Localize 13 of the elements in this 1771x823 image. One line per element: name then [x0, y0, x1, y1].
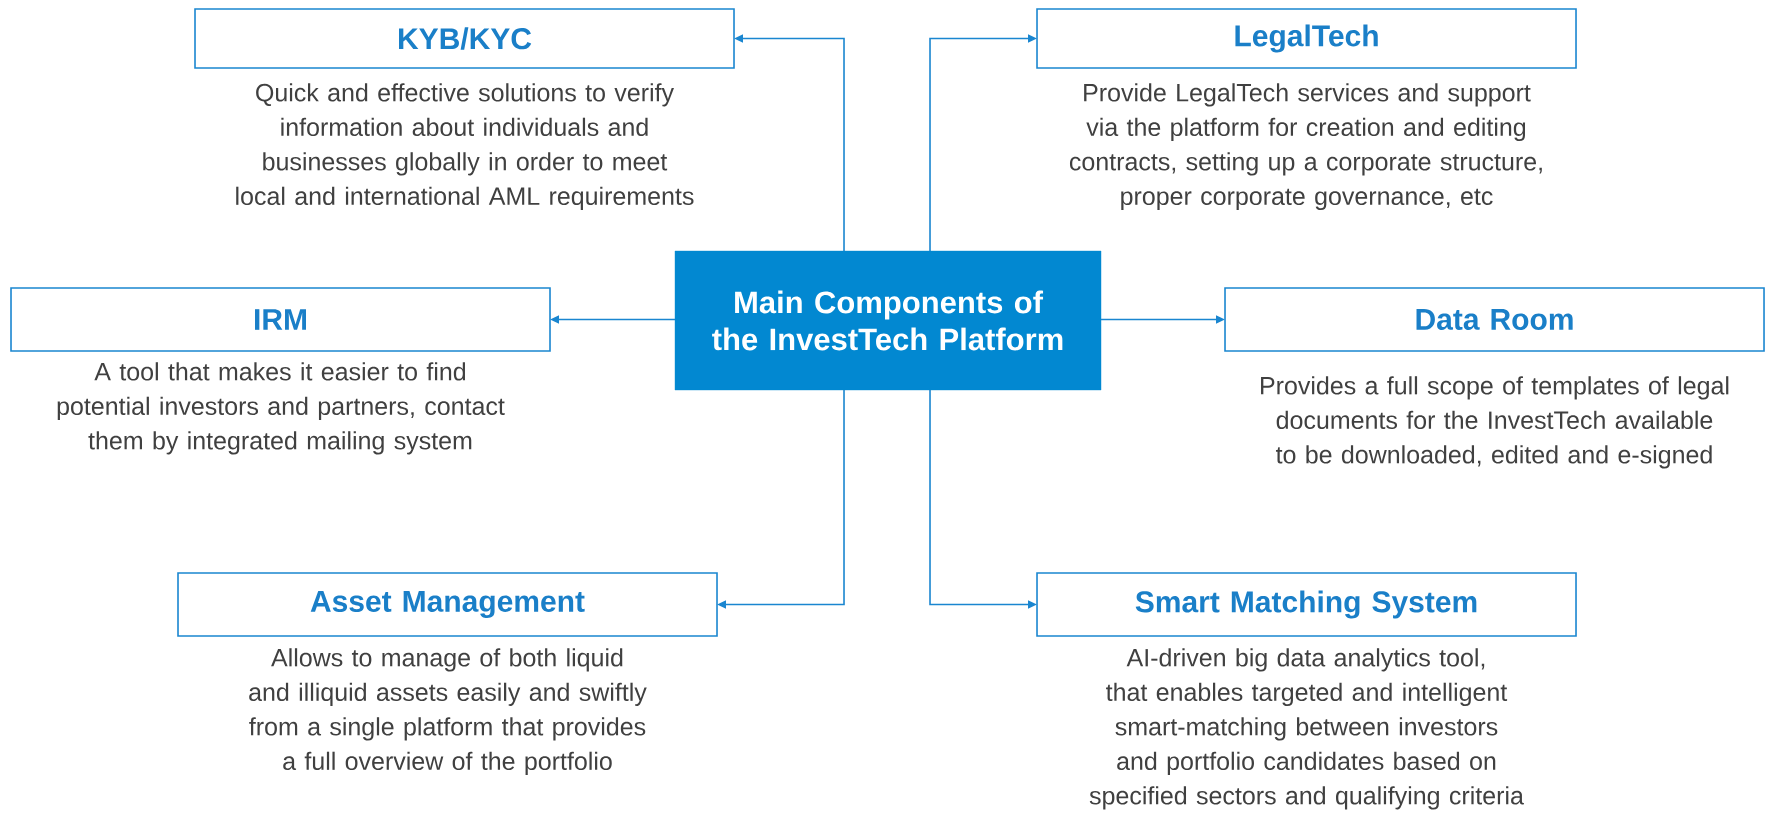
component-box: Data Room: [1224, 287, 1765, 352]
component-box: Asset Management: [177, 572, 718, 637]
component-box: Smart Matching System: [1036, 572, 1577, 637]
component-box: IRM: [10, 287, 551, 352]
description-text: Provide LegalTech services and support via the platform for creation and editing contracts, setting up a corporate structure, proper corporate governance, etc: [1069, 83, 1542, 210]
description-text: A tool that makes it easier to find potential investors and partners, contact them by integrated mailing system: [57, 362, 505, 455]
description-text: AI-driven big data analytics tool, that enables targeted and intelligent smart-matching between investors and portfolio candidates based on specified sectors and qualifying criteria: [1089, 648, 1524, 810]
component-box: KYB/KYC: [194, 8, 735, 69]
description-text: Provides a full scope of templates of legal documents for the InvestTech available to be downloaded, edited and e-signed: [1261, 376, 1729, 469]
description-text: Quick and effective solutions to verify information about individuals and businesses globally in order to meet local and international AML requirements: [236, 83, 694, 210]
title-box: Main Components of the InvestTech Platform: [674, 250, 1102, 391]
description-text: Allows to manage of both liquid and illiquid assets easily and swiftly from a single platform that provides a full overview of the portfolio: [249, 648, 647, 775]
component-box: LegalTech: [1036, 8, 1577, 69]
